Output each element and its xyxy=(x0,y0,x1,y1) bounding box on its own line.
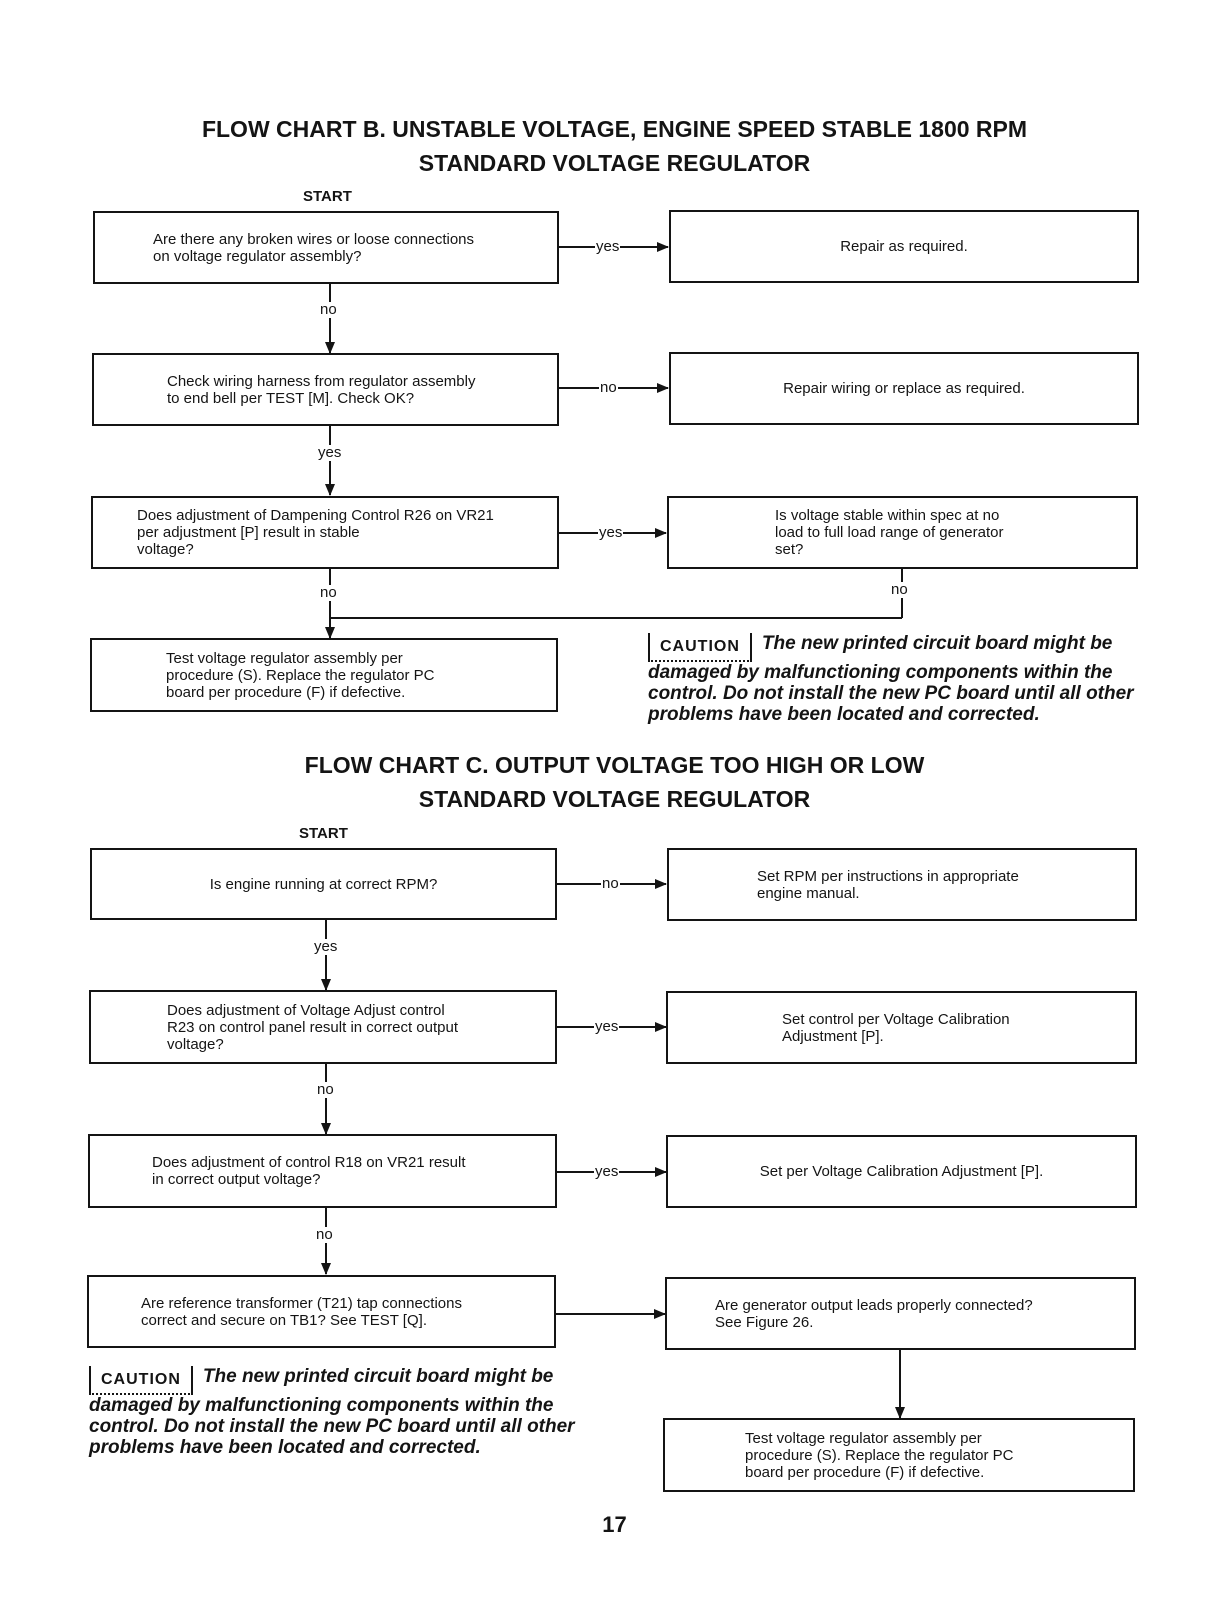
chart-c-question-2: Does adjustment of Voltage Adjust contro… xyxy=(89,990,557,1064)
chart-c-caution-text: The new printed circuit board might be d… xyxy=(89,1366,575,1458)
chart-c-question-4: Are reference transformer (T21) tap conn… xyxy=(87,1275,556,1348)
chart-c-q1-yes-label: yes xyxy=(313,938,339,955)
chart-c-title-line2: STANDARD VOLTAGE REGULATOR xyxy=(418,786,811,812)
chart-b-action-1: Repair as required. xyxy=(669,210,1139,283)
chart-c-q3-no-label: no xyxy=(315,1226,334,1243)
chart-b-title-line1: FLOW CHART B. UNSTABLE VOLTAGE, ENGINE S… xyxy=(201,116,1028,142)
chart-c-action-2: Set control per Voltage Calibration Adju… xyxy=(666,991,1137,1064)
chart-b-question-4: Is voltage stable within spec at no load… xyxy=(667,496,1138,569)
chart-b-caution-badge: CAUTION xyxy=(648,633,752,662)
chart-b-start-label: START xyxy=(303,188,352,205)
chart-c-title-line1: FLOW CHART C. OUTPUT VOLTAGE TOO HIGH OR… xyxy=(304,752,925,778)
chart-c-title: FLOW CHART C. OUTPUT VOLTAGE TOO HIGH OR… xyxy=(0,748,1229,816)
chart-c-q1-no-label: no xyxy=(601,875,620,892)
chart-c-q3-yes-label: yes xyxy=(594,1163,620,1180)
chart-b-q2-no-label: no xyxy=(599,379,618,396)
chart-b-q3-no-label: no xyxy=(319,584,338,601)
chart-b-action-2: Repair wiring or replace as required. xyxy=(669,352,1139,425)
chart-c-caution-badge: CAUTION xyxy=(89,1366,193,1395)
chart-c-action-3: Set per Voltage Calibration Adjustment [… xyxy=(666,1135,1137,1208)
chart-b-final-step: Test voltage regulator assembly per proc… xyxy=(90,638,558,712)
chart-b-title: FLOW CHART B. UNSTABLE VOLTAGE, ENGINE S… xyxy=(0,112,1229,180)
chart-b-q3-yes-label: yes xyxy=(598,524,624,541)
chart-c-question-5: Are generator output leads properly conn… xyxy=(665,1277,1136,1350)
chart-b-q2-yes-label: yes xyxy=(317,444,343,461)
chart-b-question-1: Are there any broken wires or loose conn… xyxy=(93,211,559,284)
chart-b-question-2: Check wiring harness from regulator asse… xyxy=(92,353,559,426)
chart-b-title-line2: STANDARD VOLTAGE REGULATOR xyxy=(418,150,811,176)
chart-b-q1-yes-label: yes xyxy=(595,238,621,255)
chart-c-question-1: Is engine running at correct RPM? xyxy=(90,848,557,920)
chart-c-start-label: START xyxy=(299,825,348,842)
chart-b-question-3: Does adjustment of Dampening Control R26… xyxy=(91,496,559,569)
chart-c-final-step: Test voltage regulator assembly per proc… xyxy=(663,1418,1135,1492)
chart-b-q1-no-label: no xyxy=(319,301,338,318)
chart-c-q2-yes-label: yes xyxy=(594,1018,620,1035)
page-number: 17 xyxy=(602,1512,627,1537)
chart-b-caution-text: The new printed circuit board might be d… xyxy=(648,633,1134,725)
chart-c-question-3: Does adjustment of control R18 on VR21 r… xyxy=(88,1134,557,1208)
chart-b-q4-no-label: no xyxy=(890,581,909,598)
chart-c-action-1: Set RPM per instructions in appropriate … xyxy=(667,848,1137,921)
chart-c-q2-no-label: no xyxy=(316,1081,335,1098)
